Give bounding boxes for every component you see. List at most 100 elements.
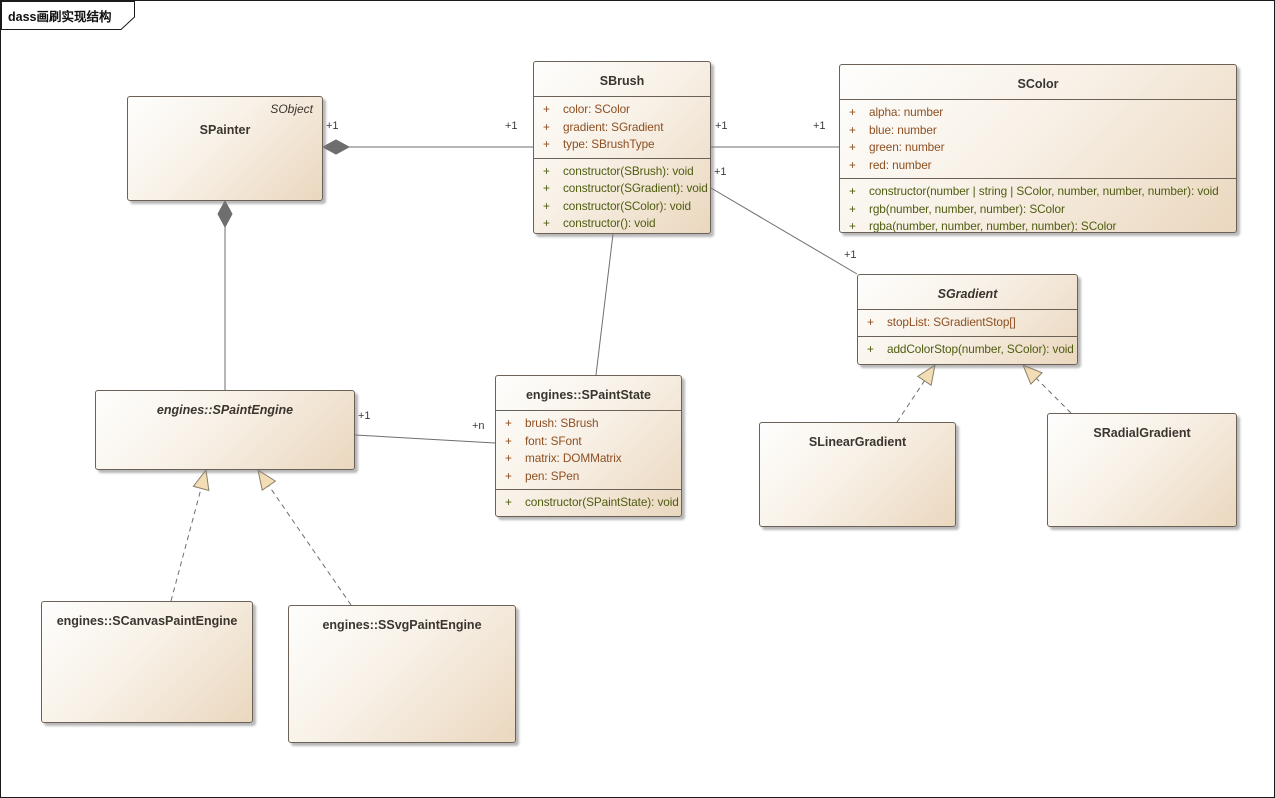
- class-spaintengine[interactable]: engines::SPaintEngine: [95, 390, 355, 470]
- visibility-marker: +: [543, 216, 550, 230]
- class-sradialgradient[interactable]: SRadialGradient: [1047, 413, 1237, 527]
- member-text: font: SFont: [525, 433, 582, 448]
- generalization-scanvaspaintengine-spaintengine[interactable]: [170, 468, 210, 602]
- class-name: engines::SCanvasPaintEngine: [56, 614, 238, 628]
- class-header: engines::SPaintState: [496, 376, 681, 410]
- member-text: constructor(SBrush): void: [563, 163, 694, 178]
- attribute-row[interactable]: + alpha: number: [840, 104, 1236, 122]
- visibility-marker: +: [505, 451, 512, 465]
- class-scanvaspaintengine[interactable]: engines::SCanvasPaintEngine: [41, 601, 253, 723]
- method-row[interactable]: + constructor(number | string | SColor, n…: [840, 183, 1236, 201]
- method-row[interactable]: +constructor(): void: [534, 215, 710, 233]
- member-text: rgb(number, number, number): SColor: [869, 201, 1065, 216]
- visibility-marker: +: [505, 468, 512, 483]
- attribute-row[interactable]: + color: SColor: [534, 101, 710, 119]
- visibility-marker: +: [849, 140, 856, 154]
- attribute-row[interactable]: + green: number: [840, 139, 1236, 157]
- composition-spainter-sbrush[interactable]: [321, 139, 533, 155]
- visibility-marker: +: [849, 219, 856, 233]
- attribute-row[interactable]: + blue: number: [840, 122, 1236, 140]
- class-name: engines::SPaintState: [525, 388, 652, 402]
- attribute-row[interactable]: + font: SFont: [496, 433, 681, 451]
- method-row[interactable]: +constructor(SGradient): void: [534, 180, 710, 198]
- member-text: pen: SPen: [525, 468, 580, 483]
- generalization-sradialgradient-sgradient[interactable]: [1022, 364, 1072, 414]
- method-row[interactable]: +constructor(SBrush): void: [534, 163, 710, 181]
- methods-compartment: + constructor(SPaintState): void: [496, 489, 681, 516]
- attribute-row[interactable]: + type: SBrushType: [534, 136, 710, 154]
- method-row[interactable]: + rgba(number, number, number, number): S…: [840, 218, 1236, 233]
- member-text: type: SBrushType: [563, 137, 655, 151]
- class-slineargradient[interactable]: SLinearGradient: [759, 422, 956, 527]
- visibility-marker: +: [505, 416, 512, 430]
- visibility-marker: +: [543, 102, 550, 116]
- member-text: rgba(number, number, number, number): SC…: [869, 219, 1117, 233]
- member-text: constructor(SPaintState): void: [525, 495, 679, 509]
- class-header: engines::SSvgPaintEngine: [289, 606, 515, 640]
- class-sgradient[interactable]: SGradient + stopList: SGradientStop[] + addC…: [857, 274, 1078, 365]
- class-header: engines::SCanvasPaintEngine: [42, 602, 252, 636]
- composition-spainter-spaintengine[interactable]: [217, 199, 233, 390]
- class-sbrush[interactable]: SBrush + color: SColor +gradient: SGradient…: [533, 61, 711, 234]
- visibility-marker: +: [849, 122, 856, 137]
- member-text: constructor(SGradient): void: [563, 181, 708, 195]
- class-ssvgpaintengine[interactable]: engines::SSvgPaintEngine: [288, 605, 516, 743]
- member-text: stopList: SGradientStop[]: [887, 315, 1016, 329]
- visibility-marker: +: [505, 433, 512, 448]
- association-sbrush-spaintstate[interactable]: [595, 233, 614, 376]
- member-text: brush: SBrush: [525, 416, 599, 430]
- member-text: constructor(number | string | SColor, nu…: [869, 184, 1219, 198]
- association-sbrush-sgradient[interactable]: [710, 187, 858, 275]
- visibility-marker: +: [849, 105, 856, 119]
- member-text: green: number: [869, 140, 945, 154]
- class-header: SGradient: [858, 275, 1077, 309]
- class-header: SLinearGradient: [760, 423, 955, 457]
- class-name: SLinearGradient: [808, 435, 907, 449]
- attribute-row[interactable]: + pen: SPen: [496, 468, 681, 486]
- member-text: blue: number: [869, 122, 937, 137]
- attribute-row[interactable]: + matrix: DOMMatrix: [496, 450, 681, 468]
- association-spaintengine-spaintstate[interactable]: [354, 434, 496, 444]
- member-text: addColorStop(number, SColor): void: [887, 341, 1074, 356]
- attributes-compartment: + stopList: SGradientStop[]: [858, 309, 1077, 336]
- generalization-slineargradient-sgradient[interactable]: [896, 363, 936, 423]
- visibility-marker: +: [849, 201, 856, 216]
- class-name: SPainter: [199, 123, 251, 137]
- attributes-compartment: +color: SColor+gradient: SGradient+type:…: [534, 96, 710, 158]
- visibility-marker: +: [867, 341, 874, 356]
- attributes-compartment: + brush: SBrush + font: SFont + matrix: DOMMa…: [496, 410, 681, 489]
- generalization-ssvgpaintengine-spaintengine[interactable]: [257, 468, 352, 606]
- attribute-row[interactable]: +red: number: [840, 157, 1236, 175]
- class-name: SRadialGradient: [1093, 426, 1191, 440]
- member-text: matrix: DOMMatrix: [525, 451, 622, 465]
- methods-compartment: + constructor(number | string | SColor, n…: [840, 178, 1236, 233]
- member-text: color: SColor: [563, 102, 630, 116]
- class-name: engines::SPaintEngine: [156, 403, 294, 417]
- attribute-row[interactable]: + brush: SBrush: [496, 415, 681, 433]
- attribute-row[interactable]: + stopList: SGradientStop[]: [858, 314, 1077, 332]
- class-scolor[interactable]: SColor+alpha: number+blue: number+green:…: [839, 64, 1237, 233]
- method-row[interactable]: +constructor(SColor): void: [534, 198, 710, 216]
- class-header: SBrush: [534, 62, 710, 96]
- visibility-marker: +: [543, 137, 550, 151]
- visibility-marker: +: [505, 495, 512, 509]
- class-name: engines::SSvgPaintEngine: [322, 618, 482, 632]
- method-row[interactable]: + constructor(SPaintState): void: [496, 494, 681, 512]
- member-text: alpha: number: [869, 105, 944, 119]
- visibility-marker: +: [849, 184, 856, 198]
- class-name: SGradient: [937, 287, 998, 301]
- class-header: engines::SPaintEngine: [96, 391, 354, 425]
- diagram-title-tab: dass画刷实现结构: [1, 1, 151, 33]
- method-row[interactable]: + rgb(number, number, number): SColor: [840, 201, 1236, 219]
- methods-compartment: + addColorStop(number, SColor): void: [858, 335, 1077, 363]
- attributes-compartment: + alpha: number + blue: number + green: numbe…: [840, 99, 1236, 178]
- tab-shape: [1, 1, 135, 30]
- method-row[interactable]: + addColorStop(number, SColor): void: [858, 341, 1077, 359]
- visibility-marker: +: [543, 119, 550, 134]
- class-spaintstate[interactable]: engines::SPaintState+brush: SBrush+font:…: [495, 375, 682, 517]
- visibility-marker: +: [867, 315, 874, 329]
- attribute-row[interactable]: +gradient: SGradient: [534, 119, 710, 137]
